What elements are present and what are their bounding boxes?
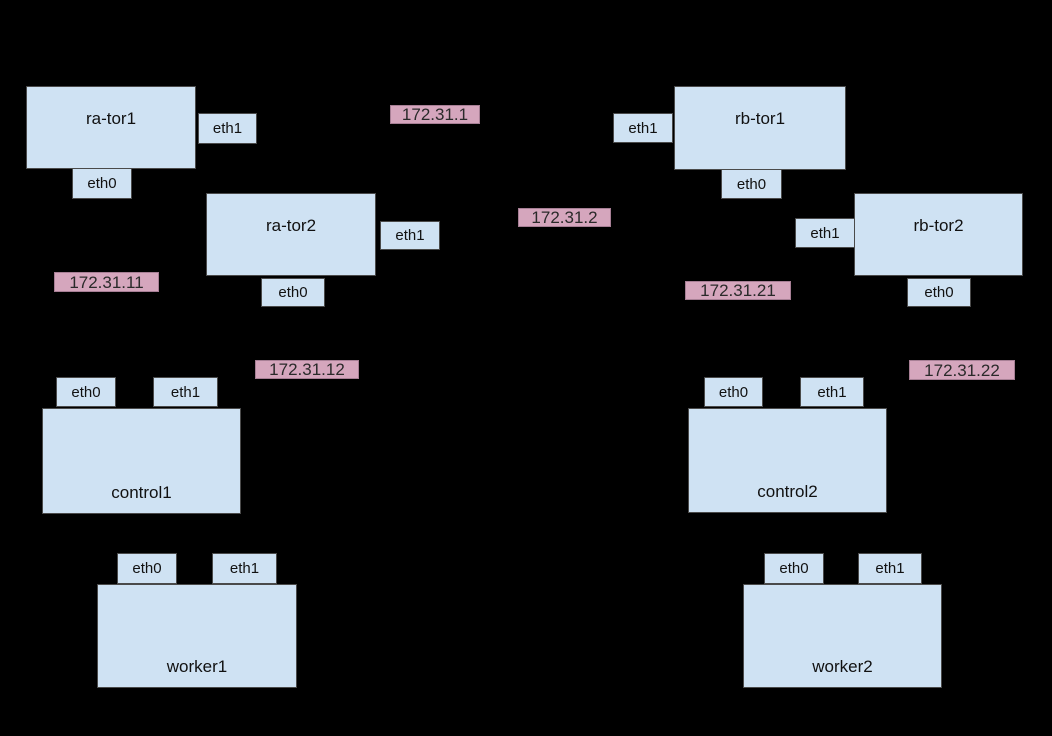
ip-address-text: 172.31.21	[700, 281, 776, 300]
port-label: eth1	[212, 120, 243, 137]
port-label: eth1	[170, 383, 201, 401]
ip-address-label: 172.31.22	[909, 360, 1015, 380]
port-label: eth1	[628, 119, 658, 137]
port-worker1-eth1: eth1	[212, 553, 277, 584]
port-label: eth1	[810, 224, 840, 242]
port-control1-eth0: eth0	[56, 377, 116, 407]
node-label: rb-tor2	[913, 216, 964, 235]
port-label: eth0	[718, 383, 749, 401]
node-label: control2	[757, 482, 818, 501]
ip-address-label: 172.31.1	[390, 105, 480, 124]
port-label: eth0	[278, 284, 308, 301]
ip-address-label: 172.31.2	[518, 208, 611, 227]
port-label: eth1	[229, 560, 260, 577]
node-label: control1	[111, 483, 172, 502]
node-control1: control1	[42, 408, 241, 514]
port-worker1-eth0: eth0	[117, 553, 177, 584]
ip-address-text: 172.31.12	[269, 360, 345, 379]
port-rb-tor1-eth0: eth0	[721, 169, 782, 199]
port-control1-eth1: eth1	[153, 377, 218, 407]
port-label: eth0	[87, 175, 117, 192]
node-worker2: worker2	[743, 584, 942, 688]
port-label: eth0	[924, 284, 954, 301]
ip-address-label: 172.31.21	[685, 281, 791, 300]
ip-address-text: 172.31.2	[531, 208, 598, 227]
port-control2-eth1: eth1	[800, 377, 864, 407]
ip-address-text: 172.31.11	[69, 272, 144, 292]
node-label: ra-tor1	[85, 109, 137, 128]
port-label: eth0	[736, 175, 767, 193]
ip-address-label: 172.31.11	[54, 272, 159, 292]
node-label: worker2	[812, 657, 873, 676]
node-label: worker1	[166, 657, 228, 676]
ip-address-label: 172.31.12	[255, 360, 359, 379]
port-label: eth0	[71, 383, 101, 401]
node-label: rb-tor1	[734, 109, 786, 128]
node-ra-tor2: ra-tor2	[206, 193, 376, 276]
node-worker1: worker1	[97, 584, 297, 688]
ip-address-text: 172.31.22	[924, 360, 1000, 380]
port-worker2-eth0: eth0	[764, 553, 824, 584]
port-label: eth1	[817, 383, 847, 401]
port-label: eth1	[875, 560, 905, 577]
port-control2-eth0: eth0	[704, 377, 763, 407]
port-ra-tor1-eth1: eth1	[198, 113, 257, 144]
node-control2: control2	[688, 408, 887, 513]
port-rb-tor2-eth1: eth1	[795, 218, 855, 248]
port-label: eth0	[779, 560, 809, 577]
port-ra-tor2-eth1: eth1	[380, 221, 440, 250]
node-ra-tor1: ra-tor1	[26, 86, 196, 169]
port-ra-tor1-eth0: eth0	[72, 168, 132, 199]
port-rb-tor1-eth1: eth1	[613, 113, 673, 143]
port-worker2-eth1: eth1	[858, 553, 922, 584]
node-rb-tor1: rb-tor1	[674, 86, 846, 170]
port-ra-tor2-eth0: eth0	[261, 278, 325, 307]
node-label: ra-tor2	[265, 216, 317, 235]
ip-address-text: 172.31.1	[401, 105, 469, 124]
node-rb-tor2: rb-tor2	[854, 193, 1023, 276]
port-label: eth0	[132, 560, 162, 577]
port-label: eth1	[395, 227, 425, 244]
port-rb-tor2-eth0: eth0	[907, 278, 971, 307]
